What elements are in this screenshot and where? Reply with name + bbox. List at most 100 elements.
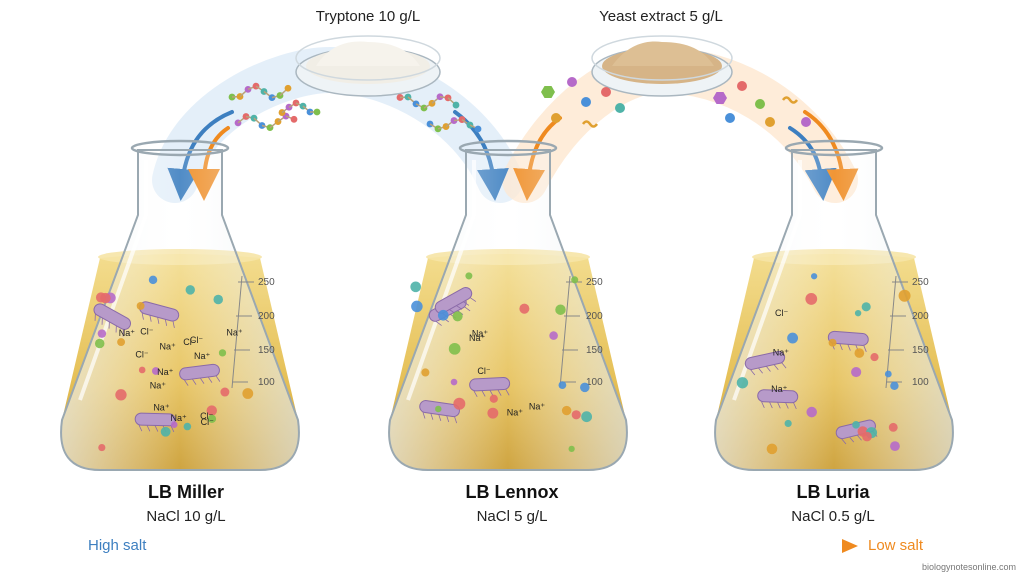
solute-particle [117,338,125,346]
graduation-label: 250 [912,277,929,288]
solute-particle [213,295,223,305]
sodium-ion-label: Na⁺ [153,403,170,413]
chloride-ion-label: Cl⁻ [183,337,196,347]
graduation-label: 150 [258,345,275,356]
solute-particle [451,379,458,386]
solute-particle [862,302,871,311]
solute-particle [100,293,110,303]
solute-particle [449,343,461,355]
tryptone-dish [296,36,440,96]
solute-particle [149,276,157,284]
solute-particle [220,388,229,397]
sodium-ion-label: Na⁺ [160,341,177,351]
solute-particle [767,444,778,455]
solute-particle [805,293,817,305]
nutrient-particle [615,103,625,113]
nutrient-particle [541,86,555,98]
flask-miller: 250200150100Na⁺Na⁺Na⁺Na⁺Na⁺Na⁺Na⁺Na⁺Cl⁻C… [61,141,299,470]
tryptone-label: Tryptone 10 g/L [258,8,478,25]
solute-particle [549,331,558,340]
solute-particle [737,377,748,388]
solute-particle [806,407,817,418]
solute-particle [855,310,861,316]
solute-particle [885,371,892,378]
solute-particle [829,339,837,347]
sodium-ion-label: Na⁺ [469,333,486,343]
graduation-label: 250 [586,277,603,288]
sodium-ion-label: Na⁺ [194,351,211,361]
chloride-ion-label: Cl⁻ [477,366,490,376]
solute-particle [490,395,498,403]
graduation-label: 200 [258,311,275,322]
solute-particle [98,444,105,451]
nutrient-particle [601,87,611,97]
nutrient-particle [551,113,561,123]
graduation-label: 200 [586,311,603,322]
solute-particle [559,381,567,389]
sodium-ion-label: Na⁺ [157,367,174,377]
graduation-label: 250 [258,277,275,288]
source-credit: biologynotesonline.com [922,562,1016,572]
yeast-dish [592,36,732,96]
solute-particle [862,432,872,442]
solute-particle [890,382,898,390]
nutrient-particle [567,77,577,87]
salt-gradient-arrow [172,539,858,553]
sodium-ion-label: Na⁺ [226,327,243,337]
flasks-group: 250200150100Na⁺Na⁺Na⁺Na⁺Na⁺Na⁺Na⁺Na⁺Cl⁻C… [61,141,953,470]
flask-nacl-lennox: NaCl 5 g/L [392,508,632,525]
nutrient-particle [581,97,591,107]
flask-nacl-luria: NaCl 0.5 g/L [713,508,953,525]
chloride-ion-label: Cl⁻ [775,308,788,318]
flask-nacl-miller: NaCl 10 g/L [66,508,306,525]
sodium-ion-label: Na⁺ [119,328,136,338]
nutrient-particle [725,113,735,123]
solute-particle [562,406,571,415]
sodium-ion-label: Na⁺ [507,408,524,418]
solute-particle [242,388,253,399]
chloride-ion-label: Cl⁻ [135,349,148,359]
sodium-ion-label: Na⁺ [171,413,188,423]
solute-particle [161,427,171,437]
solute-particle [852,421,860,429]
graduation-label: 100 [912,377,929,388]
chloride-ion-label: Cl⁻ [201,417,214,427]
solute-particle [787,333,798,344]
nutrient-particle [801,117,811,127]
solute-particle [555,305,565,315]
solute-particle [453,398,465,410]
nutrient-particle [765,117,775,127]
sodium-ion-label: Na⁺ [529,401,546,411]
graduation-label: 200 [912,311,929,322]
solute-particle [115,389,126,400]
solute-particle [851,367,861,377]
yeast-extract-label: Yeast extract 5 g/L [551,8,771,25]
solute-particle [421,368,429,376]
flask-title-luria: LB Luria [713,482,953,503]
high-salt-label: High salt [88,537,146,554]
solute-particle [465,272,472,279]
graduation-label: 150 [912,345,929,356]
solute-particle [580,383,590,393]
solute-particle [572,410,581,419]
solute-particle [571,276,578,283]
solute-particle [453,311,463,321]
graduation-label: 150 [586,345,603,356]
flask-title-lennox: LB Lennox [392,482,632,503]
solute-particle [435,406,442,413]
solute-particle [519,304,529,314]
low-salt-label: Low salt [868,537,923,554]
sodium-ion-label: Na⁺ [773,347,790,357]
flask-title-miller: LB Miller [66,482,306,503]
solute-particle [411,301,422,312]
solute-particle [487,408,498,419]
solute-particle [438,310,449,321]
solute-particle [854,348,864,358]
solute-particle [98,329,106,337]
chloride-ion-label: Cl⁻ [140,327,153,337]
solute-particle [569,446,575,452]
nutrient-particle [737,81,747,91]
